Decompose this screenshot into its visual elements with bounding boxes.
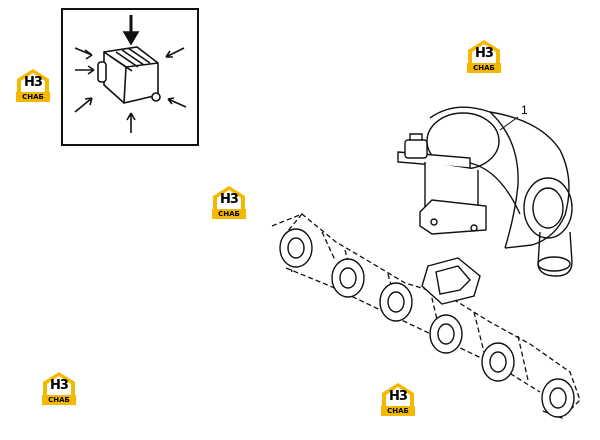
logo-label: СНАБ <box>467 63 501 73</box>
logo-mark: H3 <box>220 192 239 207</box>
logo-label: СНАБ <box>42 395 76 405</box>
logo-label: СНАБ <box>381 406 415 416</box>
h3-snab-logo: H3 СНАБ <box>464 38 504 74</box>
logo-mark: H3 <box>389 389 408 404</box>
logo-mark: H3 <box>50 378 69 393</box>
callout-leader <box>499 116 519 131</box>
h3-snab-logo: H3 СНАБ <box>39 370 79 406</box>
callout-label-1: 1 <box>521 103 528 117</box>
manifold-flanges <box>279 228 575 418</box>
logo-mark: H3 <box>24 75 43 90</box>
turbocharger <box>397 106 573 277</box>
house-logo-icon <box>213 186 245 210</box>
logo-mark: H3 <box>475 46 494 61</box>
h3-snab-logo: H3 СНАБ <box>13 67 53 103</box>
logo-label: СНАБ <box>212 209 246 219</box>
logo-label: СНАБ <box>16 92 50 102</box>
h3-snab-logo: H3 СНАБ <box>378 381 418 417</box>
house-logo-icon <box>468 40 500 64</box>
house-logo-icon <box>382 383 414 407</box>
house-logo-icon <box>43 372 75 396</box>
house-logo-icon <box>17 69 49 93</box>
inset-detail <box>61 8 199 146</box>
h3-snab-logo: H3 СНАБ <box>209 184 249 220</box>
